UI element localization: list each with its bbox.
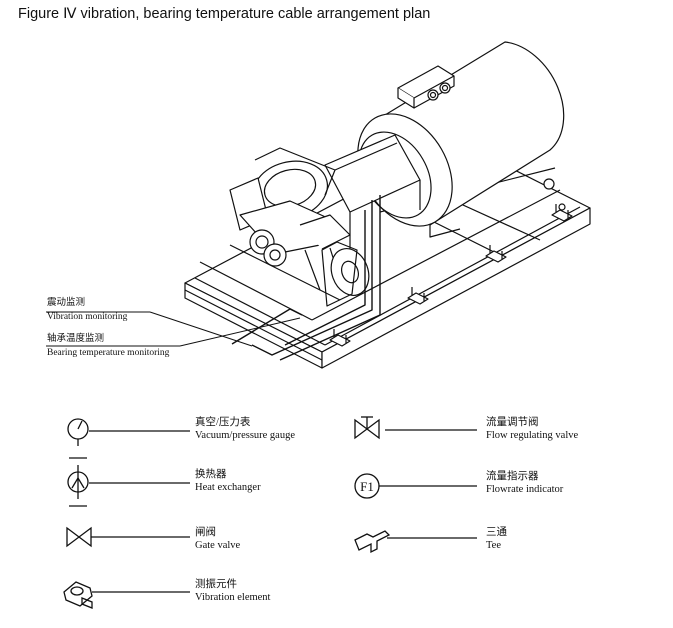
legend-tee-zh: 三通	[486, 527, 507, 538]
legend-heat-exchanger-zh: 换热器	[195, 469, 227, 480]
base-frame	[184, 139, 591, 369]
legend-flowrate-indicator: F1 流量指示器 Flowrate indicator	[353, 470, 653, 510]
legend-heat-exchanger: 换热器 Heat exchanger	[67, 457, 367, 508]
tee-fitting-icon	[354, 530, 477, 554]
legend-flow-valve-en: Flow regulating valve	[486, 430, 579, 441]
legend-vibration-element-en: Vibration element	[195, 592, 271, 603]
heat-exchanger-icon	[67, 457, 190, 507]
legend-flow-valve-zh: 流量调节阀	[486, 417, 539, 428]
pump-casing	[229, 147, 351, 291]
callout-vibration-zh: 震动监测	[47, 298, 86, 308]
callout-bearing-en: Bearing temperature monitoring	[47, 348, 170, 358]
legend-vibration-element: 测振元件 Vibration element	[62, 578, 362, 618]
gate-valve-icon	[66, 526, 190, 548]
legend-gate-valve-zh: 闸阀	[195, 527, 216, 538]
legend-flowrate-indicator-zh: 流量指示器	[486, 471, 539, 482]
coupling-guard	[324, 134, 421, 267]
callout-bearing-zh: 轴承温度监测	[47, 334, 105, 344]
vibration-sensor-icon	[63, 581, 190, 609]
callout-vibration-monitoring: 震动监测 Vibration monitoring	[47, 298, 127, 323]
flowrate-indicator-symbol-text: F1	[360, 479, 374, 494]
legend-flow-valve: 流量调节阀 Flow regulating valve	[353, 416, 653, 456]
figure-title: Figure Ⅳ vibration, bearing temperature …	[18, 6, 431, 22]
legend-tee-en: Tee	[486, 540, 502, 551]
legend-flowrate-indicator-en: Flowrate indicator	[486, 484, 564, 495]
discharge-flange	[321, 241, 370, 307]
monitoring-cables	[231, 195, 381, 361]
legend-tee: 三通 Tee	[353, 526, 653, 566]
flow-regulating-valve-icon	[354, 416, 477, 440]
legend-vacuum-gauge-zh: 真空/压力表	[195, 417, 251, 428]
legend-gate-valve: 闸阀 Gate valve	[65, 526, 365, 566]
legend-vacuum-gauge-en: Vacuum/pressure gauge	[195, 430, 296, 441]
callout-leaders	[46, 311, 301, 347]
legend-heat-exchanger-en: Heat exchanger	[195, 482, 261, 493]
callout-vibration-en: Vibration monitoring	[47, 312, 128, 322]
legend-vacuum-gauge: 真空/压力表 Vacuum/pressure gauge	[67, 416, 367, 456]
pressure-gauge-icon	[67, 418, 190, 446]
flowrate-indicator-icon: F1	[354, 473, 477, 499]
legend-vibration-element-zh: 测振元件	[195, 579, 237, 590]
callout-bearing-temperature: 轴承温度监测 Bearing temperature monitoring	[47, 334, 169, 359]
legend-gate-valve-en: Gate valve	[195, 540, 241, 551]
pump-motor-assembly-drawing	[46, 41, 591, 369]
mounting-lugs	[329, 178, 573, 347]
